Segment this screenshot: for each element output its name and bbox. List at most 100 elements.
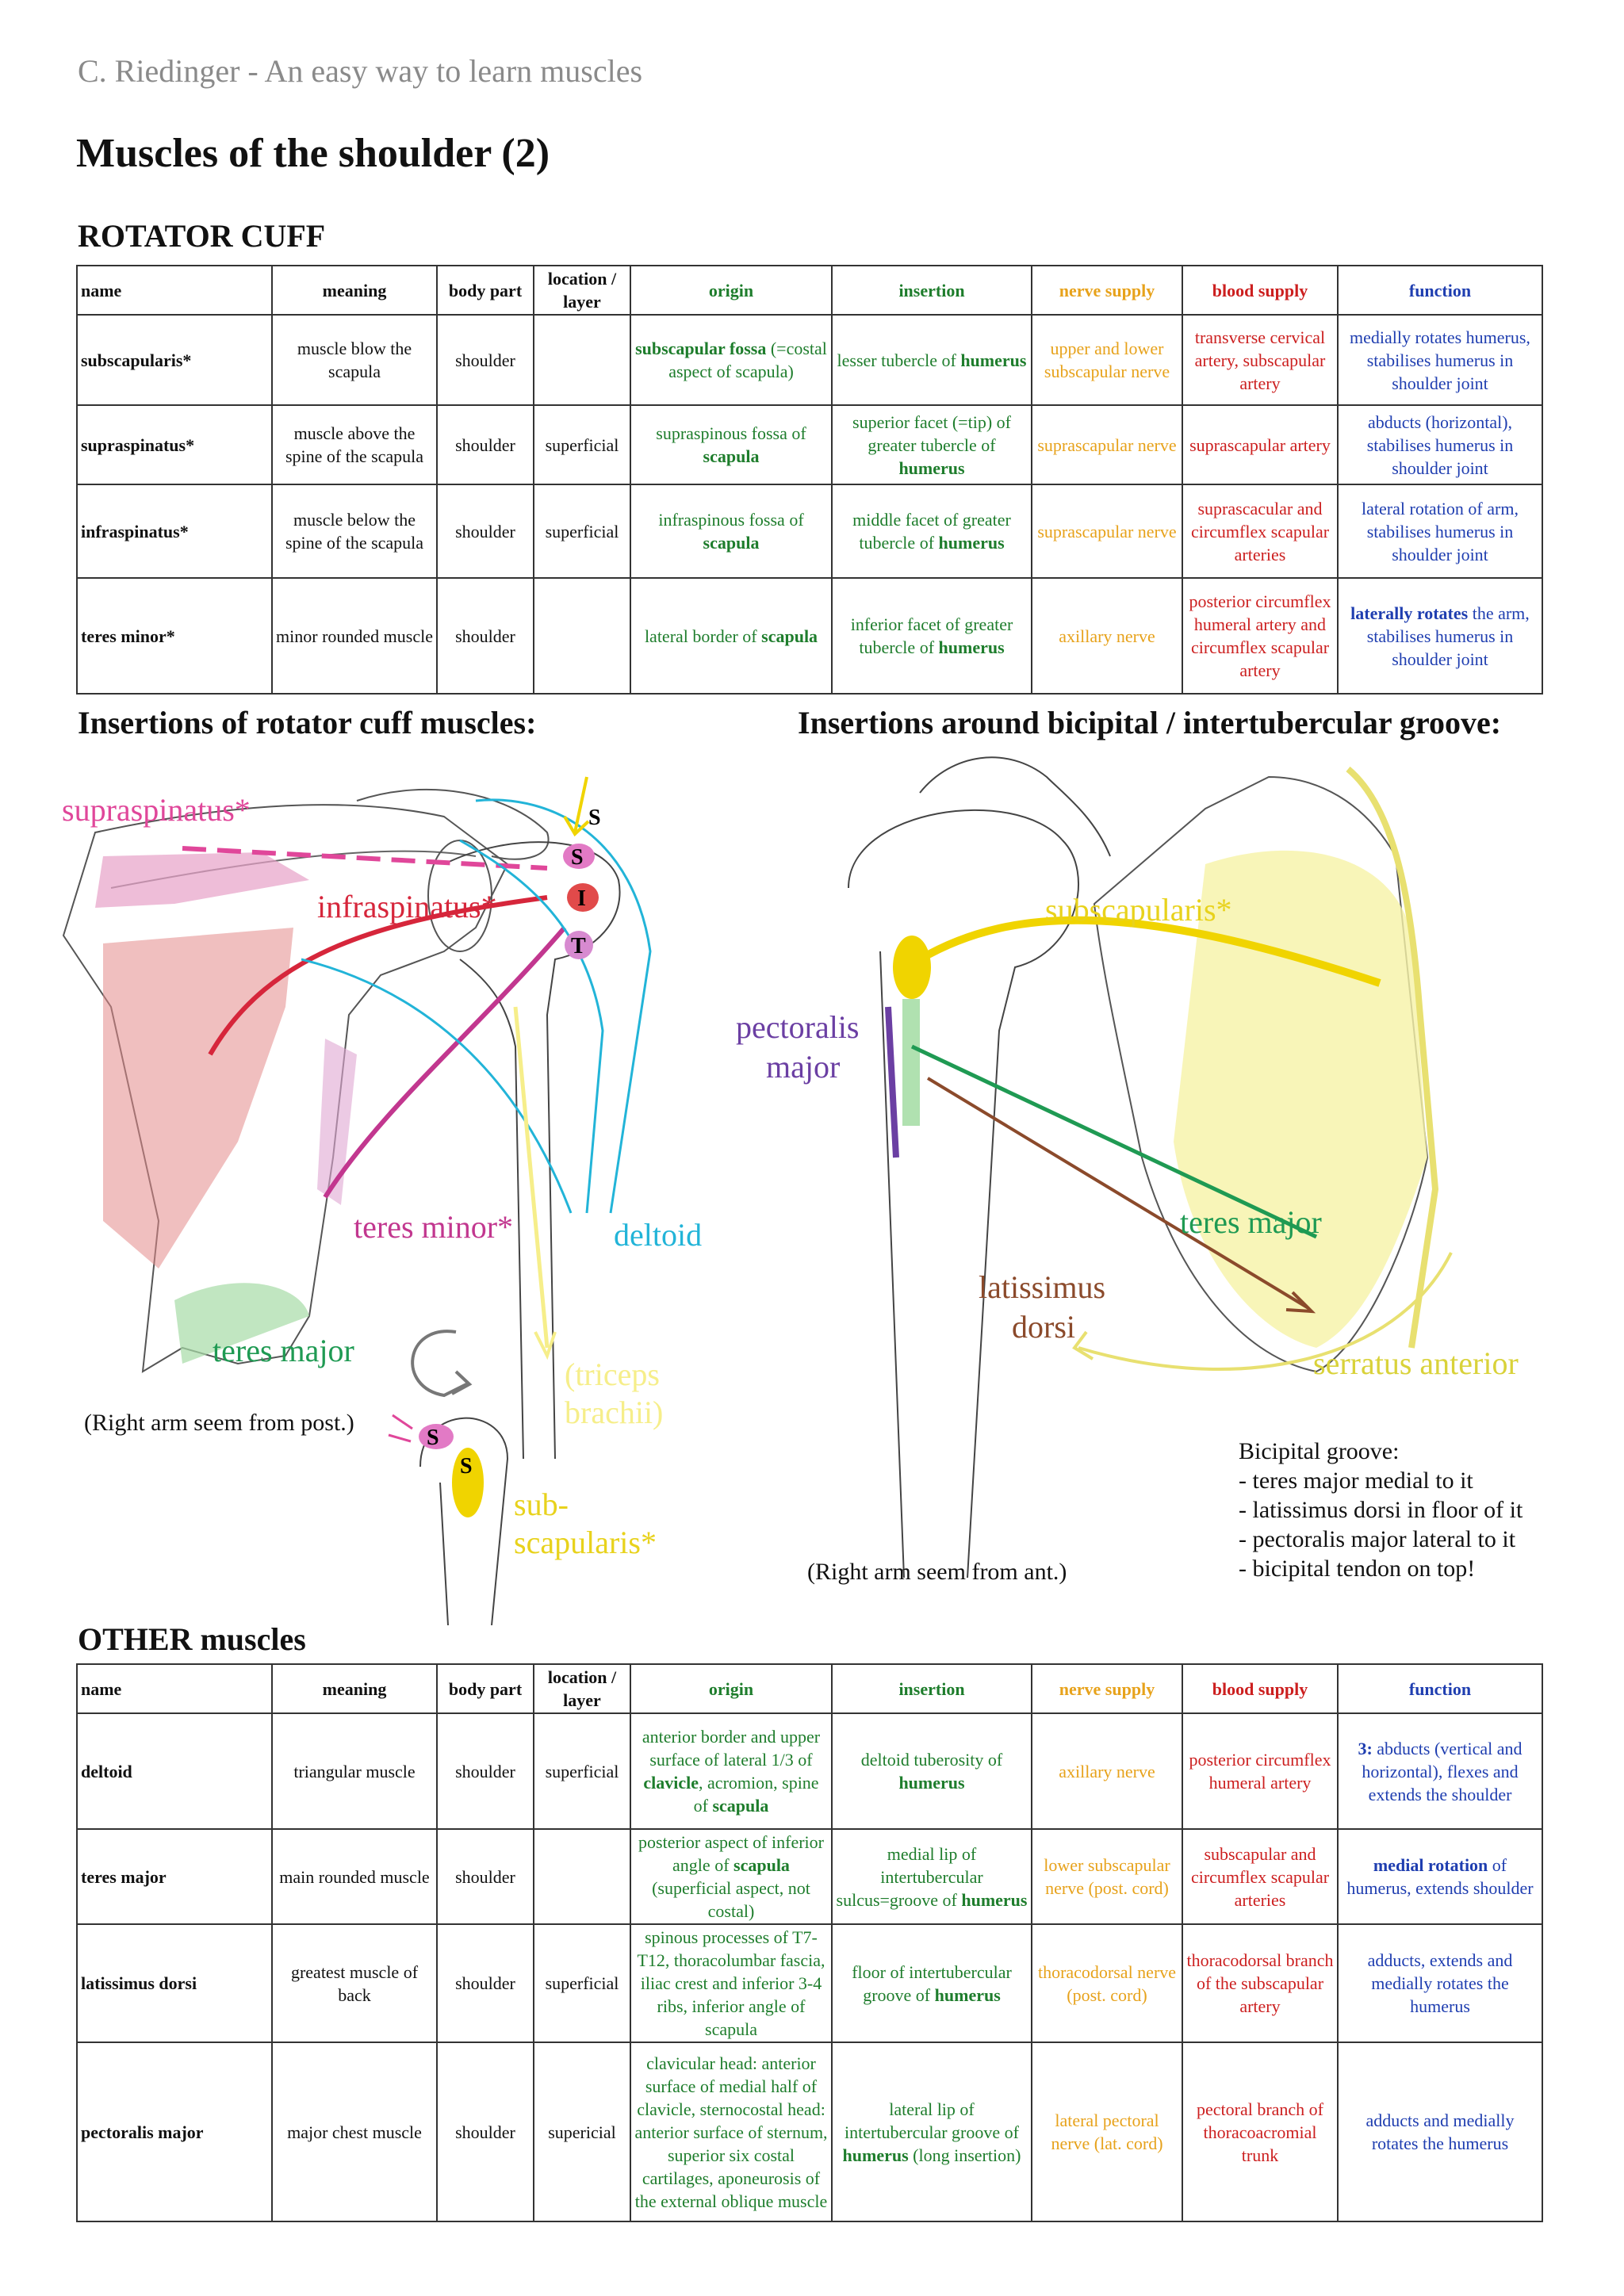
small-s-pink-label: S <box>427 1425 439 1450</box>
facet-s-top-label: S <box>588 806 601 830</box>
teres-major-line <box>910 1044 1318 1239</box>
cell-meaning: muscle blow the scapula <box>271 314 438 406</box>
table-header-row: name meaning body part location / layer … <box>76 265 1543 316</box>
col-header-body-part: body part <box>436 265 534 316</box>
cell-nerve: axillary nerve <box>1031 577 1183 695</box>
triceps-line <box>513 1006 550 1349</box>
cell-layer: superficial <box>533 484 631 579</box>
cell-origin: infraspinous fossa of scapula <box>630 484 833 579</box>
cell-blood: transverse cervical artery, subscapular … <box>1182 314 1339 406</box>
note-anterior-view: (Right arm seem from ant.) <box>807 1559 1067 1585</box>
groove-note-line: - teres major medial to it <box>1239 1468 1473 1494</box>
cell-insertion: medial lip of intertubercular sulcus=gro… <box>831 1828 1032 1925</box>
cell-blood: posterior circumflex humeral artery <box>1182 1712 1339 1830</box>
col-header-origin: origin <box>630 265 833 316</box>
small-s-yellow-label: S <box>460 1454 473 1479</box>
label-subscapularis-line1: sub- <box>514 1487 569 1522</box>
scapula-outline <box>62 804 509 1373</box>
bicipital-groove-notes: Bicipital groove: - teres major medial t… <box>1239 1437 1522 1583</box>
deltoid-line-a <box>475 798 652 1214</box>
cell-name: pectoralis major <box>76 2042 273 2222</box>
cell-name: latissimus dorsi <box>76 1923 273 2043</box>
section-title-rotator-cuff: ROTATOR CUFF <box>78 218 326 254</box>
lesser-tubercle-marker <box>893 936 931 999</box>
col-header-function: function <box>1337 265 1543 316</box>
table-header-row: name meaning body part location / layer … <box>76 1663 1543 1714</box>
col-header-meaning: meaning <box>271 1663 438 1714</box>
col-header-body-part: body part <box>436 1663 534 1714</box>
cell-origin: lateral border of scapula <box>630 577 833 695</box>
table-row: infraspinatus*muscle below the spine of … <box>76 484 1543 579</box>
rotator-cuff-table: name meaning body part location / layer … <box>76 265 1543 695</box>
col-header-function: function <box>1337 1663 1543 1714</box>
cell-name: infraspinatus* <box>76 484 273 579</box>
rotation-arrowhead <box>451 1370 473 1395</box>
cell-origin: anterior border and upper surface of lat… <box>630 1712 833 1830</box>
teres-minor-shading <box>317 1039 357 1205</box>
cell-layer <box>533 577 631 695</box>
cell-meaning: greatest muscle of back <box>271 1923 438 2043</box>
cell-nerve: upper and lower subscapular nerve <box>1031 314 1183 406</box>
col-header-name: name <box>76 1663 273 1714</box>
cell-meaning: muscle below the spine of the scapula <box>271 484 438 579</box>
col-header-name: name <box>76 265 273 316</box>
groove-note-line: Bicipital groove: <box>1239 1438 1400 1464</box>
cell-layer <box>533 314 631 406</box>
supraspinatus-shading <box>95 852 309 908</box>
label-latissimus-line1: latissimus <box>979 1269 1106 1305</box>
cell-layer: superficial <box>533 404 631 485</box>
col-header-nerve: nerve supply <box>1031 1663 1183 1714</box>
col-header-meaning: meaning <box>271 265 438 316</box>
cell-blood: suprascacular and circumflex scapular ar… <box>1182 484 1339 579</box>
cell-meaning: minor rounded muscle <box>271 577 438 695</box>
label-teres-major-left: teres major <box>213 1333 354 1368</box>
serratus-edge <box>1346 766 1439 1349</box>
label-deltoid: deltoid <box>614 1217 703 1253</box>
col-header-layer: location / layer <box>533 265 631 316</box>
cell-insertion: floor of intertubercular groove of humer… <box>831 1923 1032 2043</box>
facet-i-marker <box>567 883 599 912</box>
subscapularis-line <box>917 916 1381 987</box>
cell-body-part: shoulder <box>436 577 534 695</box>
cell-layer <box>533 1828 631 1925</box>
rotator-cuff-insertion-diagram: S S I T S S <box>62 776 652 1625</box>
label-serratus-anterior: serratus anterior <box>1313 1345 1519 1381</box>
section-title-other-muscles: OTHER muscles <box>78 1621 306 1657</box>
supraspinatus-line <box>182 846 548 871</box>
pink-arrows-icon <box>388 1414 413 1443</box>
serratus-arrowhead <box>1072 1330 1094 1360</box>
facet-s-label: S <box>571 845 584 870</box>
cell-blood: suprascapular artery <box>1182 404 1339 485</box>
deltoid-line-b <box>459 839 604 1214</box>
cell-meaning: main rounded muscle <box>271 1828 438 1925</box>
cell-function: lateral rotation of arm, stabilises hume… <box>1337 484 1543 579</box>
cell-meaning: muscle above the spine of the scapula <box>271 404 438 485</box>
serratus-arrow <box>1078 1252 1453 1371</box>
cell-body-part: shoulder <box>436 1923 534 2043</box>
cell-name: teres major <box>76 1828 273 1925</box>
triceps-arrowhead <box>534 1331 557 1360</box>
infraspinatus-shading <box>103 928 293 1269</box>
cell-name: supraspinatus* <box>76 404 273 485</box>
infraspinatus-line <box>208 895 548 1056</box>
author-line: C. Riedinger - An easy way to learn musc… <box>78 53 643 89</box>
note-posterior-view: (Right arm seem from post.) <box>84 1410 354 1436</box>
cell-nerve: suprascapular nerve <box>1031 404 1183 485</box>
cell-body-part: shoulder <box>436 1828 534 1925</box>
cell-insertion: lesser tubercle of humerus <box>831 314 1032 406</box>
cell-meaning: major chest muscle <box>271 2042 438 2222</box>
col-header-insertion: insertion <box>831 265 1032 316</box>
cell-origin: supraspinous fossa of scapula <box>630 404 833 485</box>
teres-major-insertion-shading <box>902 999 920 1126</box>
cell-body-part: shoulder <box>436 314 534 406</box>
label-triceps: (triceps brachii) <box>565 1357 664 1430</box>
label-latissimus-line2: dorsi <box>1012 1309 1075 1345</box>
cell-function: medial rotation of humerus, extends shou… <box>1337 1828 1543 1925</box>
bicipital-groove-diagram <box>848 756 1453 1578</box>
cell-insertion: superior facet (=tip) of greater tubercl… <box>831 404 1032 485</box>
groove-note-line: - latissimus dorsi in floor of it <box>1239 1497 1523 1523</box>
cell-function: laterally rotates the arm, stabilises hu… <box>1337 577 1543 695</box>
cell-insertion: inferior facet of greater tubercle of hu… <box>831 577 1032 695</box>
